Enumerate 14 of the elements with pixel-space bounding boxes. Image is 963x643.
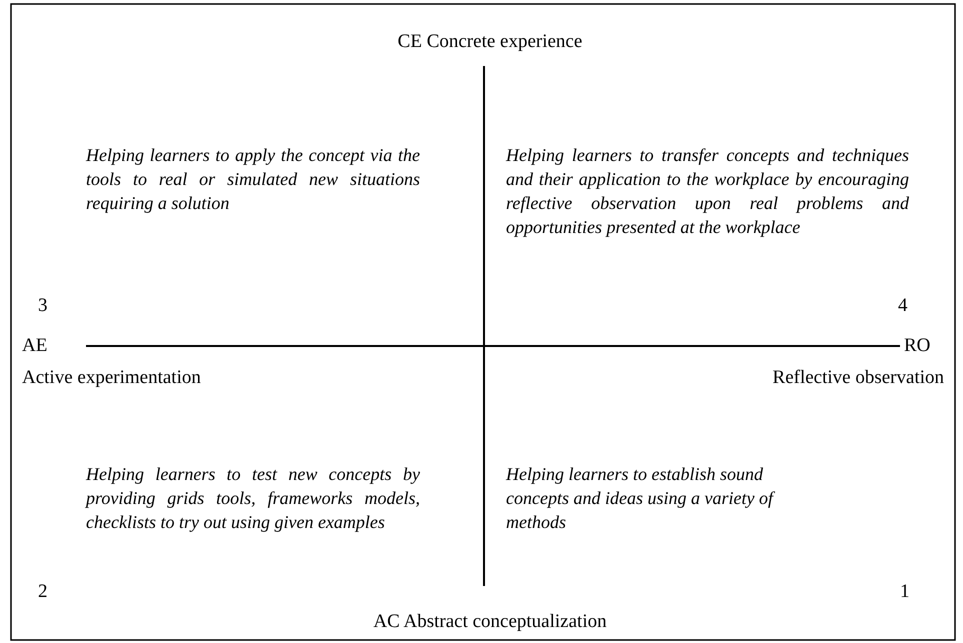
axis-label: RO	[904, 334, 930, 358]
axis-label: AE	[22, 334, 48, 358]
axis-label: Reflective observation	[772, 366, 944, 390]
quadrant-number: 1	[900, 580, 910, 604]
axis-label: Active experimentation	[22, 366, 201, 390]
axis-label: CE Concrete experience	[396, 30, 584, 54]
quadrant-text: Helping learners to establish sound concepts and ideas using a variety of methods	[506, 463, 774, 534]
quadrant-number: 2	[38, 580, 48, 604]
axis-label: AC Abstract conceptualization	[372, 610, 608, 634]
quadrant-text: Helping learners to apply the concept via the tools to real or simulated new situations requiring a solution	[86, 144, 420, 215]
quadrant-text: Helping learners to test new concepts by providing grids tools, frameworks models, checklists to try out using given examples	[86, 463, 420, 534]
quadrant-text: Helping learners to transfer concepts and techniques and their application to the workplace by encouraging reflective observation upon real problems and opportunities presented at the workplace	[506, 144, 909, 239]
quadrant-number: 3	[38, 294, 48, 318]
quadrant-number: 4	[898, 294, 908, 318]
